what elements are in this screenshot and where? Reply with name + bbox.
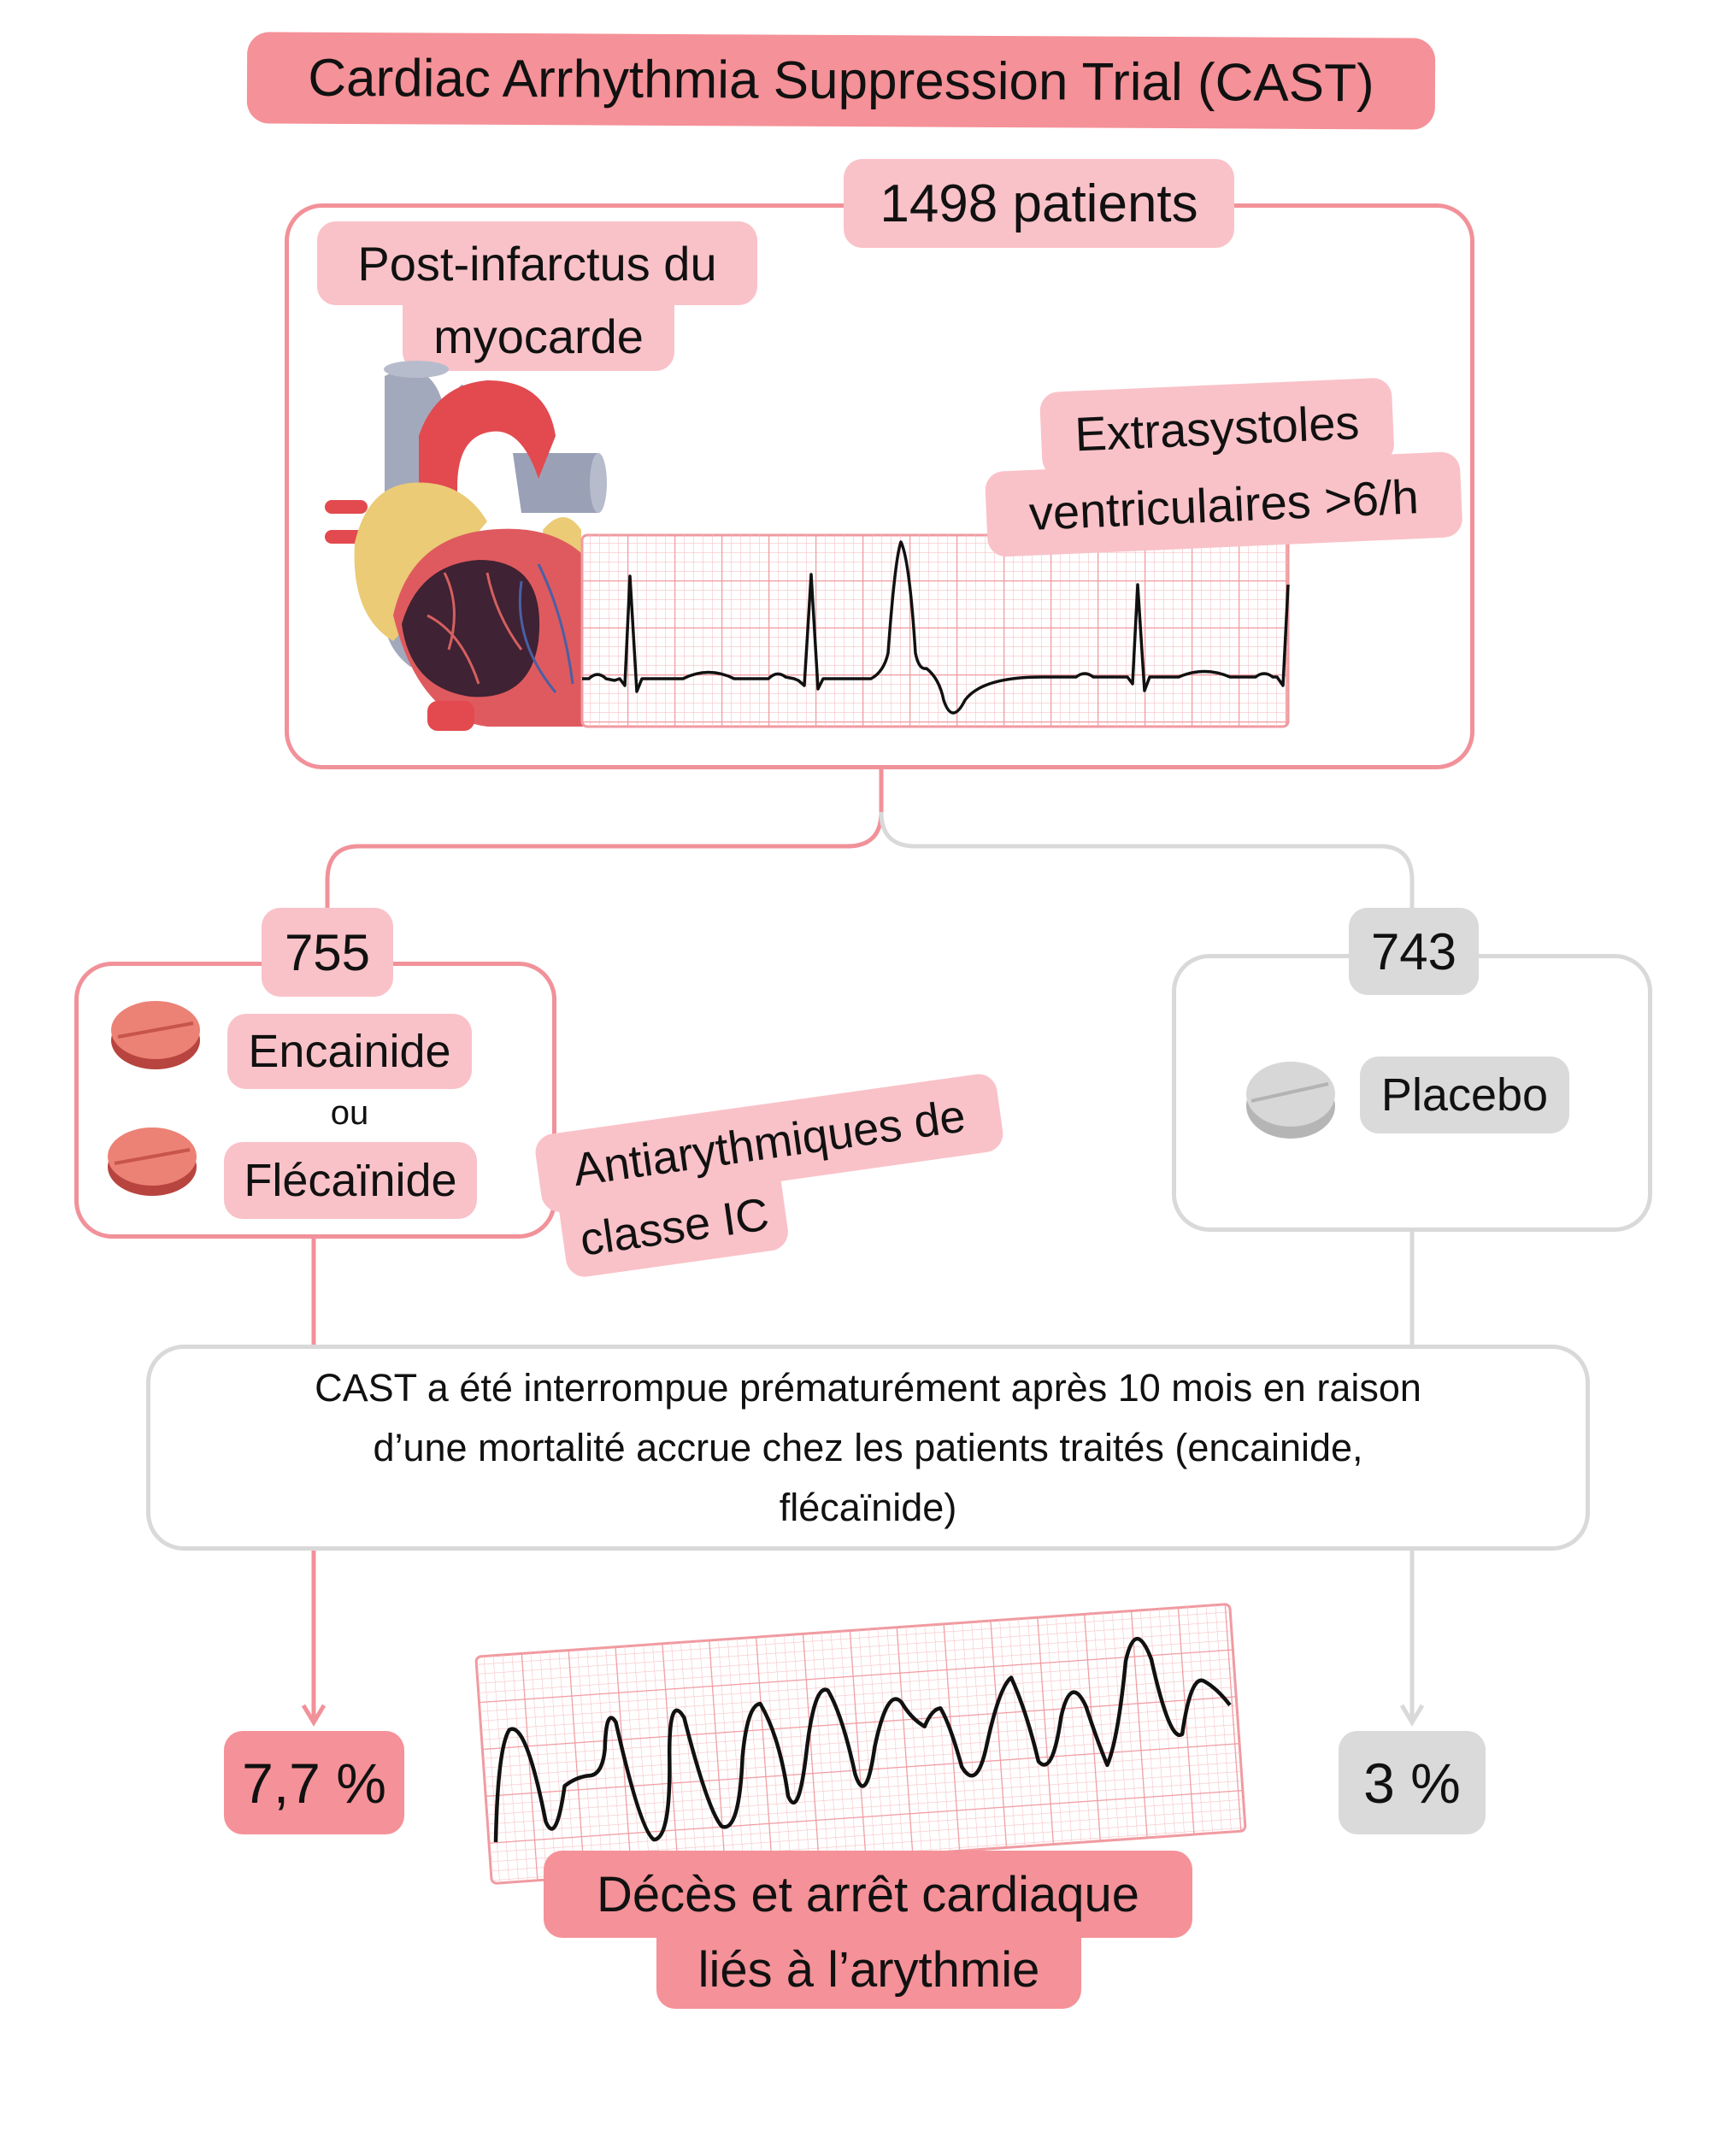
patient-count-badge: 1498 patients	[844, 159, 1234, 248]
condition-label-line1: Post-infarctus du	[317, 221, 757, 305]
treatment-outcome-badge: 7,7 %	[224, 1731, 404, 1834]
termination-note-box: CAST a été interrompue prématurément apr…	[146, 1345, 1590, 1551]
condition-label-line2: myocarde	[403, 301, 674, 371]
or-connector: ou	[330, 1094, 369, 1132]
drug-class-label: Antiarythmiques de classe IC	[528, 1036, 1027, 1280]
note-line3: flécaïnide)	[779, 1485, 957, 1529]
note-line2: d’une mortalité accrue chez les patients…	[373, 1425, 1363, 1469]
outcome-label-line2: liés à l’arythmie	[656, 1930, 1081, 2009]
criterion-label: Extrasystoles ventriculaires >6/h	[981, 374, 1467, 566]
placebo-count-badge: 743	[1349, 908, 1479, 995]
drug-flecainide: Flécaïnide	[224, 1142, 477, 1219]
drug-placebo: Placebo	[1360, 1057, 1569, 1133]
title-text: Cardiac Arrhythmia Suppression Trial (CA…	[308, 48, 1374, 114]
ecg-strip-fibrillation	[474, 1602, 1248, 1885]
page-title: Cardiac Arrhythmia Suppression Trial (CA…	[246, 32, 1436, 130]
note-line1: CAST a été interrompue prématurément apr…	[315, 1365, 1421, 1410]
heart-icon	[316, 359, 607, 735]
red-pill-icon	[106, 1122, 198, 1199]
placebo-outcome-badge: 3 %	[1339, 1731, 1486, 1834]
grey-pill-icon	[1245, 1057, 1337, 1142]
drug-encainide: Encainide	[227, 1014, 472, 1089]
treatment-count-badge: 755	[262, 908, 393, 997]
outcome-label-line1: Décès et arrêt cardiaque	[544, 1851, 1192, 1938]
ecg-strip-pvc	[580, 533, 1290, 728]
red-pill-icon	[109, 996, 202, 1073]
